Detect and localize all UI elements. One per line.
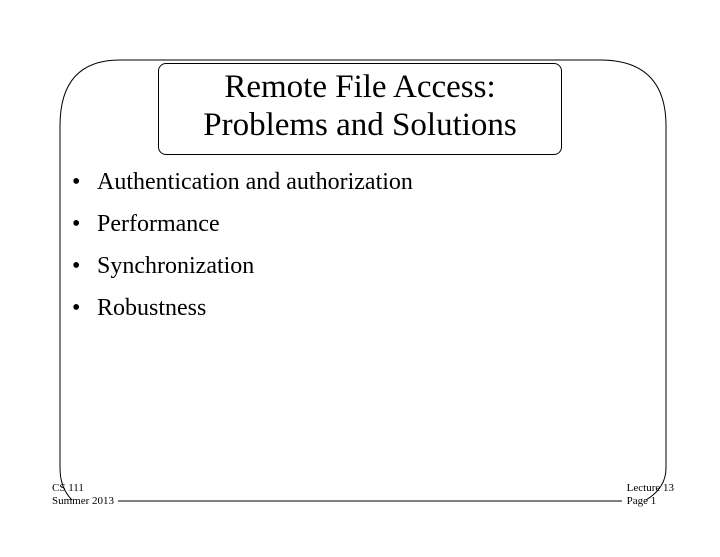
frame-border xyxy=(59,59,667,501)
bullet-marker: • xyxy=(72,211,81,237)
bullet-text: Robustness xyxy=(97,295,207,321)
bullet-marker: • xyxy=(72,169,81,195)
slide-title-line-2: Problems and Solutions xyxy=(203,107,517,143)
footer-course: CS 111 xyxy=(52,482,84,494)
bullet-text: Performance xyxy=(97,211,220,237)
bullet-item-authentication: • Authentication and authorization xyxy=(72,168,413,196)
footer-lecture: Lecture 13 xyxy=(626,482,674,494)
slide-title-box: Remote File Access: Problems and Solutio… xyxy=(158,63,562,155)
bullet-marker: • xyxy=(72,295,81,321)
footer-term: Summer 2013 xyxy=(52,495,115,507)
bullet-list: • Authentication and authorization • Per… xyxy=(72,168,413,336)
bullet-text: Synchronization xyxy=(97,253,255,279)
bullet-text: Authentication and authorization xyxy=(97,169,413,195)
bullet-item-synchronization: • Synchronization xyxy=(72,252,413,280)
footer-lecture-info: Lecture 13 Page 1 xyxy=(627,482,674,508)
slide-title-line-1: Remote File Access: xyxy=(224,69,496,105)
bullet-item-robustness: • Robustness xyxy=(72,294,413,322)
footer-course-info: CS 111 Summer 2013 xyxy=(52,482,114,508)
bullet-item-performance: • Performance xyxy=(72,210,413,238)
bullet-marker: • xyxy=(72,253,81,279)
footer-page: Page 1 xyxy=(626,495,657,507)
